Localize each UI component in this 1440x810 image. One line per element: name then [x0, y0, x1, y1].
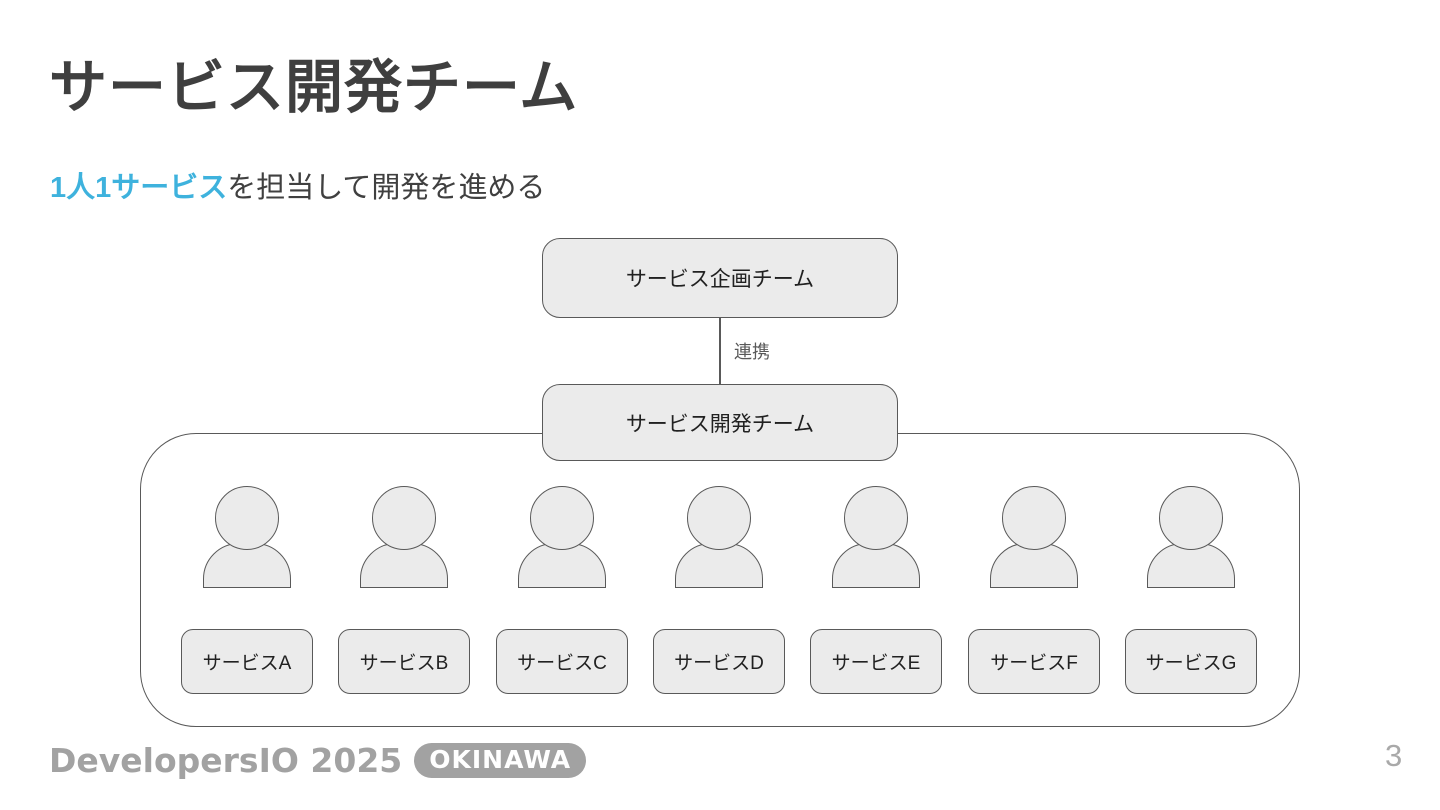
team-member: サービスG: [1125, 486, 1257, 694]
okinawa-badge: OKINAWA: [414, 742, 587, 779]
connector-label: 連携: [734, 342, 770, 362]
page-number: 3: [1385, 738, 1403, 773]
subtitle: 1人1サービスを担当して開発を進める: [50, 164, 545, 206]
person-head: [215, 486, 279, 550]
team-member: サービスD: [653, 486, 785, 694]
team-member: サービスA: [181, 486, 313, 694]
person-icon: [832, 486, 920, 588]
service-label: サービスG: [1145, 653, 1237, 674]
dev-team-box: サービス開発チーム: [542, 384, 898, 461]
subtitle-rest: を担当して開発を進める: [227, 172, 546, 204]
person-icon: [990, 486, 1078, 588]
service-box: サービスF: [968, 629, 1100, 694]
connector-line: [719, 318, 721, 385]
person-icon: [518, 486, 606, 588]
person-head: [844, 486, 908, 550]
person-icon: [675, 486, 763, 588]
service-box: サービスA: [181, 629, 313, 694]
service-box: サービスG: [1125, 629, 1257, 694]
person-icon: [1147, 486, 1235, 588]
service-label: サービスB: [359, 653, 449, 674]
team-member: サービスC: [496, 486, 628, 694]
person-head: [372, 486, 436, 550]
service-label: サービスE: [831, 653, 921, 674]
service-label: サービスD: [674, 653, 764, 674]
person-head: [530, 486, 594, 550]
service-box: サービスC: [496, 629, 628, 694]
dev-team-label: サービス開発チーム: [625, 412, 815, 436]
team-member: サービスE: [810, 486, 942, 694]
person-head: [1002, 486, 1066, 550]
service-label: サービスF: [990, 653, 1078, 674]
service-label: サービスA: [202, 653, 292, 674]
planning-team-box: サービス企画チーム: [542, 238, 898, 318]
page-title: サービス開発チーム: [49, 55, 579, 120]
footer: DevelopersIO 2025 OKINAWA: [49, 741, 587, 780]
person-head: [687, 486, 751, 550]
person-torso: [203, 543, 291, 588]
service-box: サービスB: [338, 629, 470, 694]
service-box: サービスE: [810, 629, 942, 694]
person-icon: [203, 486, 291, 588]
developersio-logo: DevelopersIO 2025: [49, 741, 403, 780]
planning-team-label: サービス企画チーム: [625, 268, 815, 291]
subtitle-highlight: 1人1サービス: [50, 172, 228, 204]
service-label: サービスC: [517, 653, 607, 674]
service-box: サービスD: [653, 629, 785, 694]
team-member: サービスB: [338, 486, 470, 694]
person-head: [1159, 486, 1223, 550]
person-icon: [360, 486, 448, 588]
team-member: サービスF: [968, 486, 1100, 694]
